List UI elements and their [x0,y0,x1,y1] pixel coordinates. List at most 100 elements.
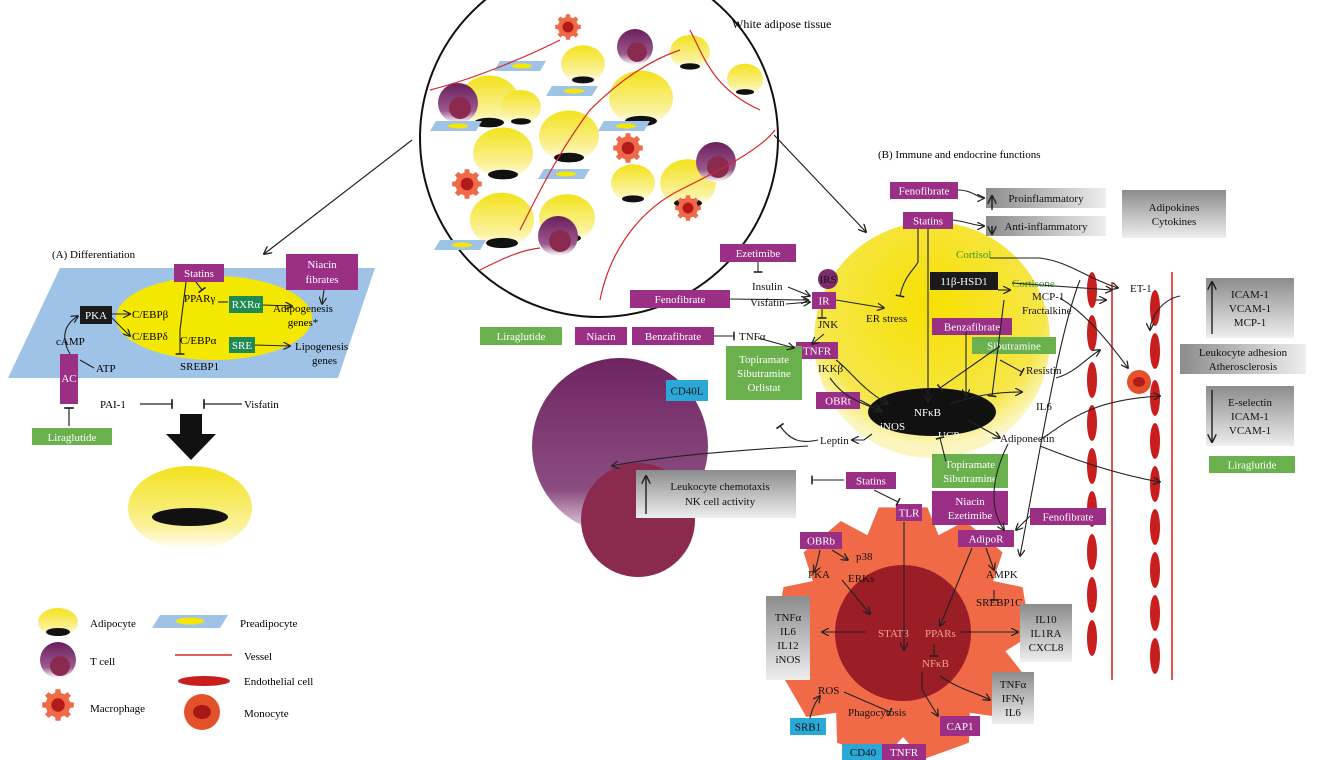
tissue-adipocyte-nucleus [486,237,518,249]
tissue-vessel [689,29,761,111]
tissue-preadipocyte-nucleus [512,63,532,69]
lipogenesis-genes-label: genes [312,355,337,367]
tnfr-m-label: TNFR [890,747,919,759]
benzafibrate-inhibit-resistin [999,359,1025,377]
tissue-adipocyte [670,35,710,69]
tissue-t-cell-nucleus [627,42,647,62]
leukocyte-chemotaxis-label: Leukocyte chemotaxis [670,481,769,493]
sibutramine-label: Sibutramine [987,341,1041,353]
tissue-macrophage [555,14,581,40]
tissue-macrophage [675,195,701,221]
benzafibrate-b-box [632,327,714,345]
macrophage-out-right-box [1020,604,1072,662]
pathway-labels: FenofibrateStatinsEzetimibeFenofibrateLi… [480,182,1306,760]
endothelial-cells [1087,272,1160,674]
differentiation-panel: (A) Differentiation Statins Niacin fibra… [8,249,375,550]
tissue-adipocyte-nucleus [572,76,594,84]
tnfa-to-tnfr [757,337,794,348]
macrophage-out-right-label: IL10 [1035,614,1057,626]
macrophage-out-left-box [766,596,810,680]
mcp1-to-monocyte [1059,297,1128,368]
cd40-label: CD40 [850,747,877,759]
cd40-box [842,744,884,760]
legend-adipocyte-icon [38,608,78,636]
endothelial-cell [1150,638,1160,674]
pka-label: PKA [85,310,107,322]
statins-label: Statins [184,268,214,280]
tissue-preadipocyte-nucleus [448,123,468,129]
tissue-t-cell-nucleus [549,230,571,252]
liraglutide-a-box [32,428,112,445]
tissue-adipocyte [539,110,599,162]
cortisol-to-et1 [990,257,1118,288]
obrt-to-nfkb [859,399,882,412]
topi-to-nfkb [935,436,947,463]
pka-m-label: PKA [808,569,830,581]
statins-inhibit-tlr [873,489,901,507]
hsd1-label: 11β-HSD1 [940,276,987,288]
sibutramine-inhibit-nfkb [936,345,1001,393]
fenofibrate-to-adipor [1016,515,1031,530]
srebp1c-label: SREBP1C [976,597,1022,609]
legend-monocyte-core [193,705,211,719]
macrophage-out-bottom-label: IL6 [1005,707,1021,719]
liraglutide-b-label: Liraglutide [497,331,546,343]
ac-label: AC [61,373,76,385]
tlr-box [896,504,922,521]
pai1-label: PAI-1 [100,399,126,411]
endothelial-cell [1150,423,1160,459]
statins-to-antiinfl [952,219,984,226]
macrophage-out-bottom-box [992,672,1034,724]
vessel-box1-box [1206,278,1294,338]
vessel-box2-box [1180,344,1306,374]
sibutramine-box [972,337,1056,354]
benzafibrate-mid-label: Benzafibrate [944,322,1000,334]
adipokines-label: Adipokines [1149,202,1200,214]
macrophage-out-right-label: CXCL8 [1029,642,1064,654]
liraglutide-b-box [480,327,562,345]
hsd1-inhibit [987,299,1005,398]
irs-label: IRS [819,274,836,286]
fenofibrate-to-proinfl [957,189,984,198]
obrb-to-p38 [831,549,848,560]
nfkb-to-leptin [852,433,873,440]
legend: Adipocyte Preadipocyte T cell Vessel End… [38,608,313,730]
atp-label: ATP [96,363,116,375]
tissue-adipocyte [561,45,605,83]
vessel-box3-label: ICAM-1 [1231,411,1269,423]
tnfr-b-label: TNFR [803,346,832,358]
tissue-adipocyte-nucleus [474,117,504,128]
tissue-adipocyte [470,192,534,248]
topiramate-group-label: Orlistat [748,382,781,394]
anti-inflammatory-label: Anti-inflammatory [1004,221,1088,233]
srb1-box [790,718,826,735]
leukocyte-box [636,470,796,518]
ezetimibe-box [720,244,796,262]
liraglutide-vessel-label: Liraglutide [1228,460,1277,472]
resistin-label: Resistin [1026,365,1062,377]
statins-top-box [903,212,953,229]
statins-inhibit-er [895,229,919,298]
adipokines-label: Cytokines [1152,216,1197,228]
legend-vessel: Vessel [244,651,272,663]
rxr-label: RXRα [232,299,261,311]
proinflammatory-label: Proinflammatory [1008,193,1084,205]
tissue-adipocyte [501,90,541,124]
nfkb-to-adiponectin [967,419,1000,438]
camp-to-pka [64,316,78,355]
niacin-ezetimibe-label: Niacin [955,496,985,508]
tnfr-b-box [796,342,838,359]
tissue-vessel [429,39,561,91]
adiponectin-label: Adiponectin [1000,433,1055,445]
nfkb-m-label: NFκB [922,658,949,670]
proinflammatory-box [986,188,1106,208]
statins-top-label: Statins [913,216,943,228]
tissue-preadipocyte-nucleus [556,171,576,177]
legend-adipocyte: Adipocyte [90,618,136,630]
tissue-macrophage [613,133,643,163]
tissue-vessel [479,247,541,271]
macrophage-out-left-label: iNOS [775,654,800,666]
arrow-to-immune [773,134,866,232]
niacin-to-adipogenesis [322,289,324,304]
